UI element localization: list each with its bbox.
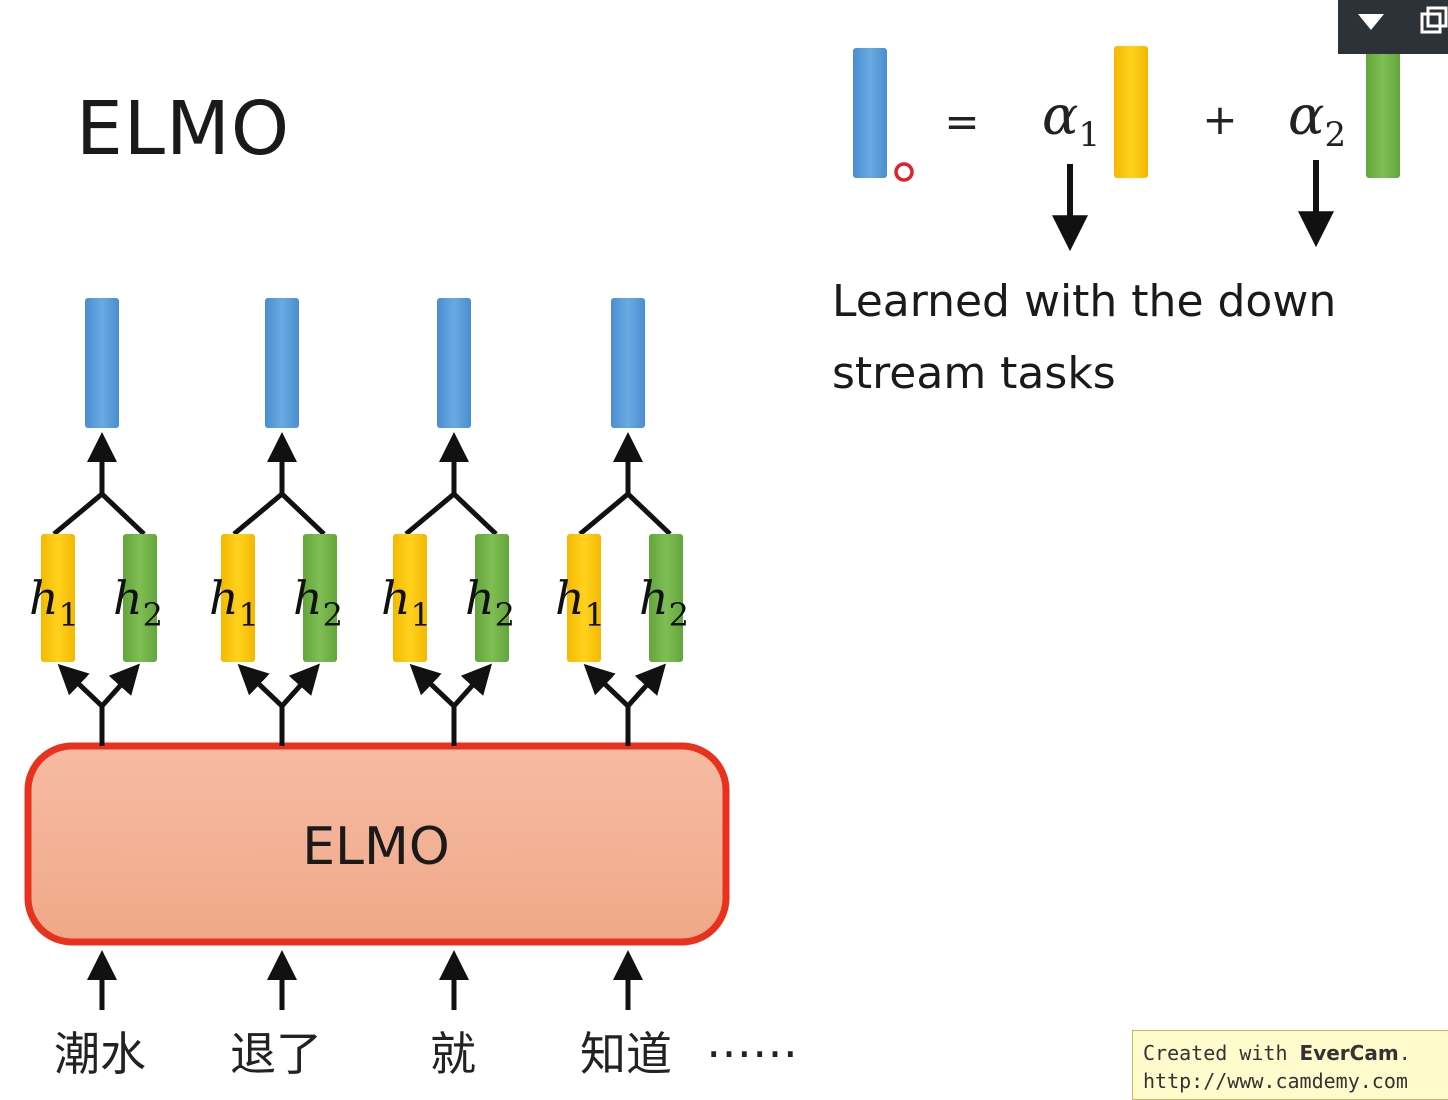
input-word-1: 潮水 bbox=[54, 1027, 146, 1081]
h1-bar-3 bbox=[393, 534, 427, 662]
watermark-line-1: Created with EverCam. bbox=[1143, 1041, 1411, 1065]
input-ellipsis: …… bbox=[706, 1014, 798, 1068]
embedding-bar-2 bbox=[265, 298, 299, 428]
h2-bar-2 bbox=[303, 534, 337, 662]
dropdown-triangle-icon[interactable] bbox=[1358, 14, 1384, 30]
h1-bar-1 bbox=[41, 534, 75, 662]
merge-lines-2 bbox=[232, 490, 326, 536]
split-arrow-right-4 bbox=[626, 663, 667, 708]
split-arrow-right-2 bbox=[280, 663, 321, 708]
split-arrow-right-3 bbox=[452, 663, 493, 708]
watermark-line-2: http://www.camdemy.com bbox=[1143, 1069, 1408, 1093]
learned-note: Learned with the down stream tasks bbox=[832, 266, 1432, 410]
h1-vector-bar bbox=[1114, 46, 1148, 178]
elmo-box-label: ELMO bbox=[302, 817, 450, 877]
plus-sign: + bbox=[1202, 95, 1237, 144]
h2-label-2: h2 bbox=[293, 571, 343, 634]
h2-label-3: h2 bbox=[465, 571, 515, 634]
elmo-model-box bbox=[24, 742, 730, 946]
embedding-bar-1 bbox=[85, 298, 119, 428]
h2-label-4: h2 bbox=[639, 571, 689, 634]
h2-bar-3 bbox=[475, 534, 509, 662]
merge-lines-3 bbox=[404, 490, 498, 536]
note-line-2: stream tasks bbox=[832, 348, 1116, 399]
h2-vector-bar bbox=[1366, 48, 1400, 178]
alpha1-symbol: α1 bbox=[1042, 84, 1100, 155]
h1-label-3: h1 bbox=[381, 571, 431, 634]
split-arrow-left-4 bbox=[583, 663, 630, 708]
split-arrow-left-1 bbox=[57, 663, 104, 708]
alpha2-symbol: α2 bbox=[1288, 84, 1346, 155]
player-control-bar[interactable] bbox=[1338, 0, 1448, 54]
note-line-1: Learned with the down bbox=[832, 276, 1337, 327]
h2-bar-4 bbox=[649, 534, 683, 662]
input-word-2: 退了 bbox=[230, 1027, 322, 1081]
embedding-bar-4 bbox=[611, 298, 645, 428]
restore-window-icon[interactable] bbox=[1420, 6, 1448, 34]
h1-label-2: h1 bbox=[209, 571, 259, 634]
h1-bar-2 bbox=[221, 534, 255, 662]
split-arrow-left-3 bbox=[409, 663, 456, 708]
h1-bar-4 bbox=[567, 534, 601, 662]
input-word-4: 知道 bbox=[580, 1027, 672, 1081]
input-word-3: 就 bbox=[430, 1027, 476, 1081]
h1-label-1: h1 bbox=[29, 571, 79, 634]
split-arrow-left-2 bbox=[237, 663, 284, 708]
cursor-marker bbox=[894, 162, 914, 182]
h2-bar-1 bbox=[123, 534, 157, 662]
evercam-watermark: Created with EverCam. http://www.camdemy… bbox=[1132, 1030, 1448, 1100]
h1-label-4: h1 bbox=[555, 571, 605, 634]
output-vector-bar bbox=[853, 48, 887, 178]
equals-sign: = bbox=[944, 97, 979, 146]
split-arrow-right-1 bbox=[100, 663, 141, 708]
embedding-bar-3 bbox=[437, 298, 471, 428]
slide-title: ELMO bbox=[76, 86, 291, 172]
merge-lines-4 bbox=[578, 490, 672, 536]
h2-label-1: h2 bbox=[113, 571, 163, 634]
merge-lines-1 bbox=[52, 490, 146, 536]
